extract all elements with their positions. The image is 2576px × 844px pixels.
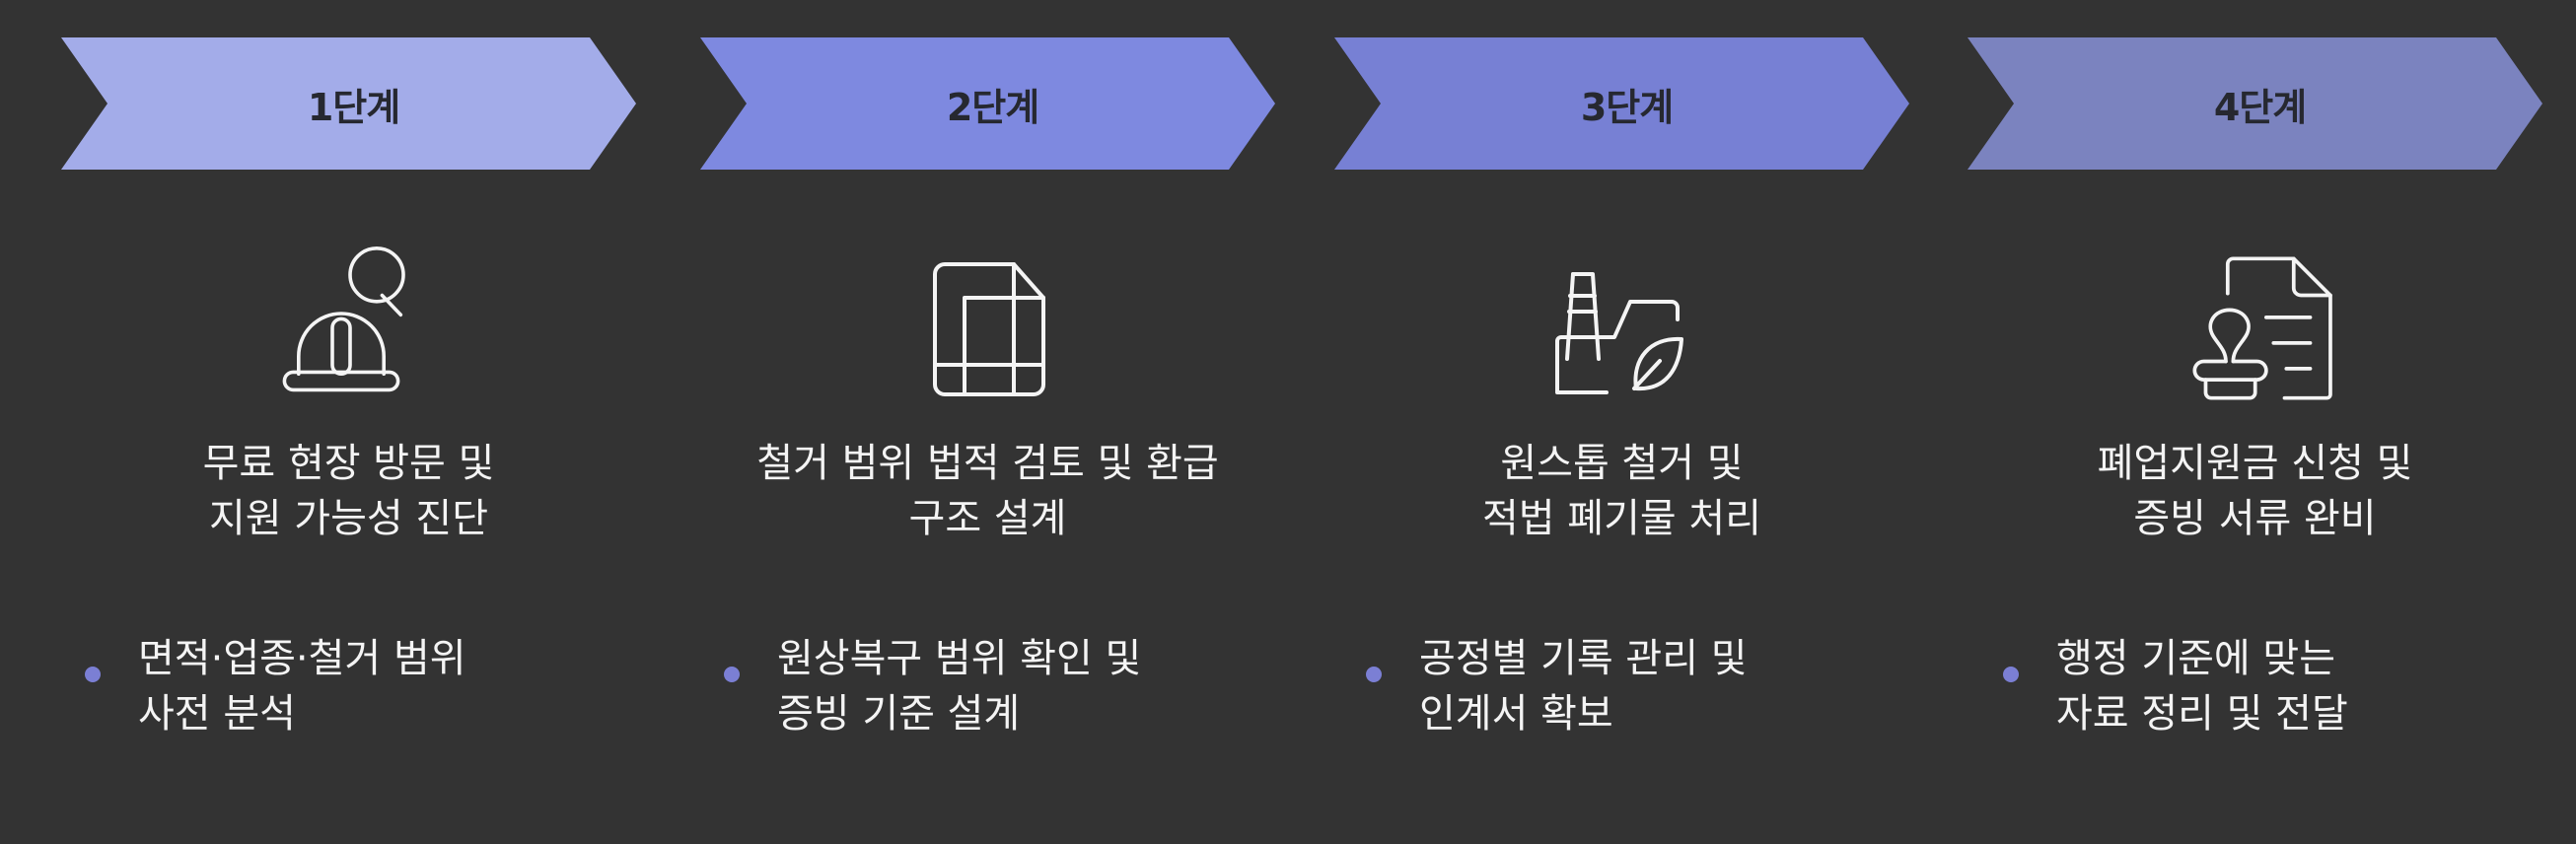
bullet-dot-icon [1366,667,1382,682]
step-4-bullet-text: 행정 기준에 맞는 자료 정리 및 전달 [2056,636,2348,737]
bullet-dot-icon [85,667,101,682]
step-1-label: 1단계 [307,85,400,129]
step-1-bullet: 면적·업종·철거 범위 사전 분석 [85,631,466,741]
step-1-title: 무료 현장 방문 및 지원 가능성 진단 [202,441,495,541]
floor-plan-document-icon [915,245,1073,402]
step-3-bullet-text: 공정별 기록 관리 및 인계서 확보 [1419,636,1748,737]
step-4: 4단계 폐업지원금 신청 및 증빙 서류 완비 행정 기준에 맞는 자료 정리 … [1968,0,2576,844]
step-1-bullet-text: 면적·업종·철거 범위 사전 분석 [138,636,466,737]
step-3-title: 원스톱 철거 및 적법 폐기물 처리 [1481,441,1762,541]
step-2-chevron: 2단계 [700,37,1275,170]
step-2-title: 철거 범위 법적 검토 및 환급 구조 설계 [756,441,1219,541]
step-4-bullet: 행정 기준에 맞는 자료 정리 및 전달 [2003,631,2348,741]
bullet-dot-icon [724,667,740,682]
step-2-label: 2단계 [946,85,1039,129]
hardhat-search-icon [263,245,421,402]
step-4-label: 4단계 [2213,85,2307,129]
step-3: 3단계 원스톱 철거 및 적법 폐기물 처리 공정별 기록 관리 및 인계서 확… [1334,0,1946,844]
step-2: 2단계 철거 범위 법적 검토 및 환급 구조 설계 원상복구 범위 확인 및 … [700,0,1312,844]
step-1-chevron: 1단계 [61,37,636,170]
bullet-dot-icon [2003,667,2019,682]
step-2-bullet: 원상복구 범위 확인 및 증빙 기준 설계 [724,631,1141,741]
step-3-bullet: 공정별 기록 관리 및 인계서 확보 [1366,631,1748,741]
factory-leaf-icon [1543,245,1701,402]
step-3-chevron: 3단계 [1334,37,1909,170]
stamp-document-icon [2182,245,2340,402]
step-3-label: 3단계 [1580,85,1674,129]
step-1: 1단계 무료 현장 방문 및 지원 가능성 진단 면적·업종·철거 범위 사전 … [61,0,673,844]
step-2-bullet-text: 원상복구 범위 확인 및 증빙 기준 설계 [777,636,1142,737]
step-4-title: 폐업지원금 신청 및 증빙 서류 완비 [2097,441,2413,541]
step-4-chevron: 4단계 [1968,37,2542,170]
